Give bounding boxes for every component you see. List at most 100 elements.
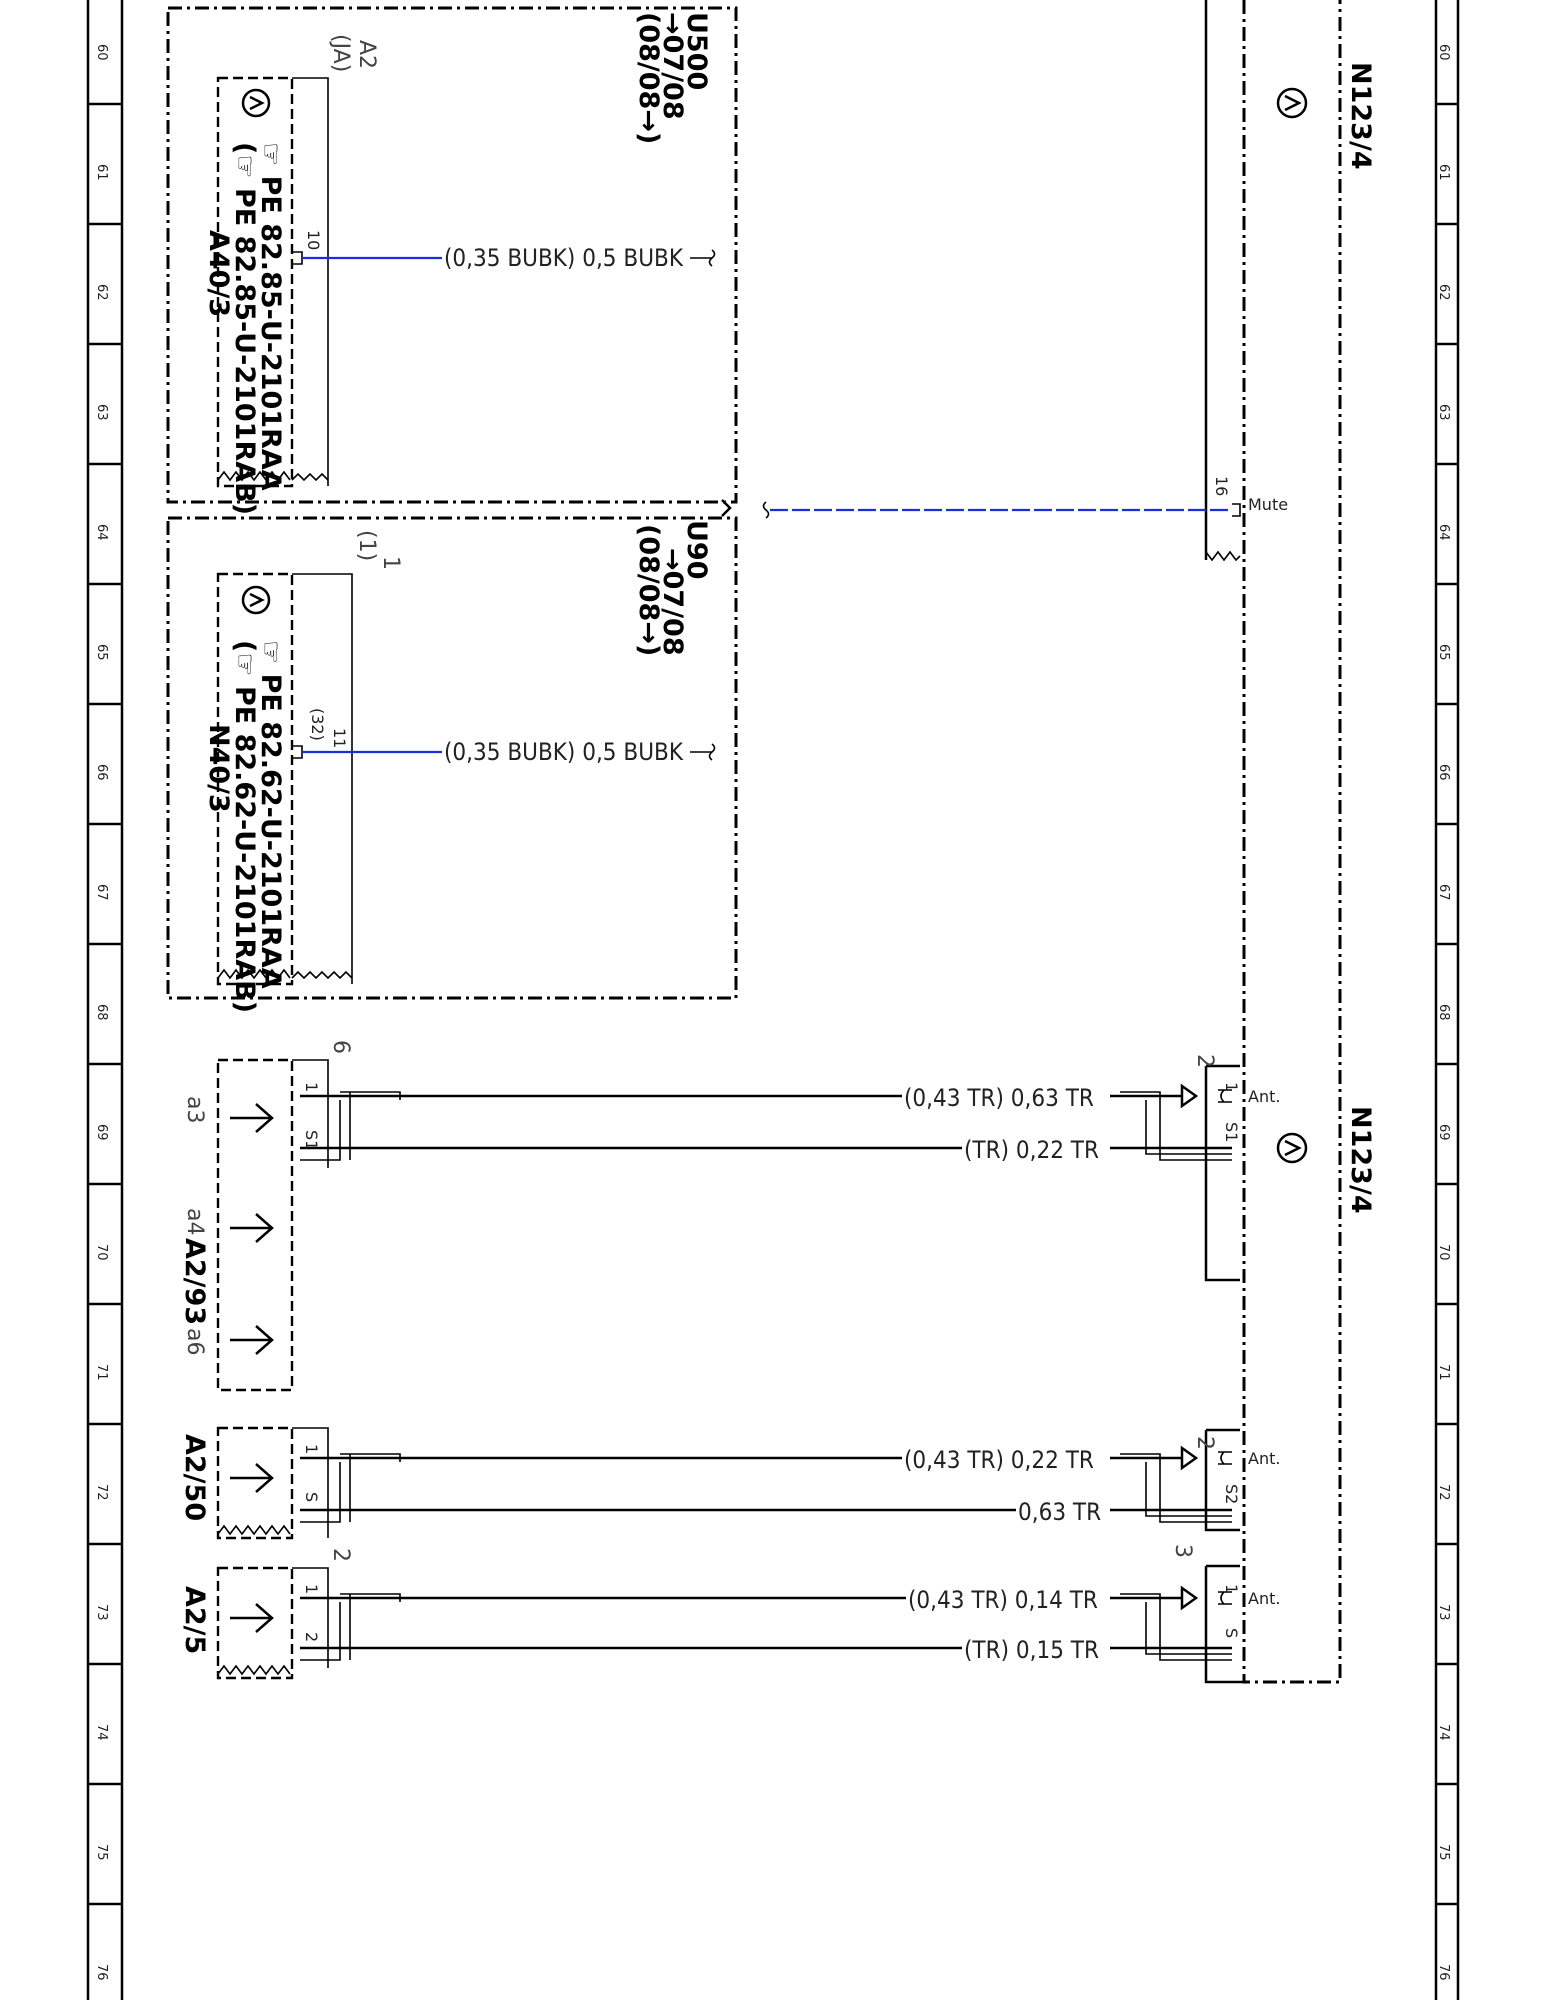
antenna-icon-a4 xyxy=(230,1213,274,1243)
n123-pin-s: S xyxy=(1222,1628,1241,1638)
grid-label-right-72: 72 xyxy=(1436,1484,1451,1501)
n40-pin-terminal xyxy=(292,745,303,759)
n40-connector: 1 xyxy=(378,556,403,570)
a2-93-connector-bracket xyxy=(292,1059,329,1168)
a2-93-name: A2/93 xyxy=(179,1238,210,1325)
grid-ticks xyxy=(88,102,1458,1906)
a2-93-pin-s1: S1 xyxy=(302,1130,321,1150)
a2-50-module xyxy=(216,1426,294,1540)
a40-3-module xyxy=(216,76,294,488)
n123-ant-2: Ant. xyxy=(1248,1449,1280,1468)
a2-93-module xyxy=(216,1058,294,1392)
grid-label-right-68: 68 xyxy=(1436,1004,1451,1021)
grid-label-right-66: 66 xyxy=(1436,764,1451,781)
n123-pin-s2: S2 xyxy=(1222,1484,1241,1504)
a2-5-pin-1: 1 xyxy=(302,1584,321,1594)
n40-ref-1: ☞ PE 82.62-U-2101RAA xyxy=(255,640,286,989)
n123-ecu-icon-bottom xyxy=(1276,1132,1308,1164)
mute-wire-arrow xyxy=(762,501,770,519)
n40-break-mark xyxy=(217,968,291,980)
a40-ecu-icon xyxy=(241,88,271,118)
antenna-icon-a3 xyxy=(230,1103,274,1133)
n123-pin-1-c: 1 xyxy=(1222,1584,1241,1594)
a40-ref-1: ☞ PE 82.85-U-2101RAA xyxy=(255,142,286,491)
grid-label-right-67: 67 xyxy=(1436,884,1451,901)
antenna-icon-a2-50 xyxy=(230,1463,274,1493)
n40-pin-alt: (32) xyxy=(308,708,327,741)
u90-code: U90 xyxy=(681,520,712,580)
coax-pair-2 xyxy=(300,1445,1232,1523)
a40-break-mark xyxy=(217,470,291,482)
wire-label-5: (0,43 TR) 0,14 TR xyxy=(908,1586,1098,1614)
n123-ant-1: Ant. xyxy=(1248,1087,1280,1106)
grid-label-right-61: 61 xyxy=(1436,164,1451,181)
mute-pin-label: Mute xyxy=(1248,495,1288,514)
grid-label-left-63: 63 xyxy=(94,404,109,421)
grid-label-left-62: 62 xyxy=(94,284,109,301)
a2-93-a6: a6 xyxy=(182,1328,207,1355)
grid-label-left-65: 65 xyxy=(94,644,109,661)
n40-connector-alt: (1) xyxy=(354,530,379,561)
u500-to: (08/08→) xyxy=(633,12,664,144)
u90-frame xyxy=(166,516,738,1000)
grid-label-right-70: 70 xyxy=(1436,1244,1451,1261)
wire-label-3: (0,43 TR) 0,22 TR xyxy=(904,1446,1094,1474)
a2-50-break-mark xyxy=(217,1524,291,1536)
grid-label-right-63: 63 xyxy=(1436,404,1451,421)
a40-wire-label: (0,35 BUBK) 0,5 BUBK xyxy=(444,244,684,272)
n40-name: N40/3 xyxy=(203,724,234,813)
n123-label-top: N123/4 xyxy=(1345,62,1376,170)
n40-connector-bracket xyxy=(292,573,353,984)
antenna-icon-a2-5 xyxy=(230,1603,274,1633)
a40-connector-alt: (JA) xyxy=(328,34,353,72)
grid-label-right-71: 71 xyxy=(1436,1364,1451,1381)
coax-pair-1 xyxy=(300,1083,1232,1161)
a2-93-connector: 6 xyxy=(328,1040,353,1054)
grid-label-right-76: 76 xyxy=(1436,1964,1451,1981)
a40-connector-bracket xyxy=(292,77,329,486)
grid-label-left-64: 64 xyxy=(94,524,109,541)
ant-panel-1 xyxy=(1204,1064,1240,1282)
ant-connector-3: 3 xyxy=(1170,1544,1195,1558)
grid-label-left-72: 72 xyxy=(94,1484,109,1501)
n40-wire-arrow xyxy=(690,743,716,761)
n40-bracket-break xyxy=(291,970,353,980)
n40-ref-2: (☞ PE 82.62-U-2101RAB) xyxy=(229,640,260,1013)
ant-connector-2-top: 2 xyxy=(1192,1054,1217,1068)
antenna-icon-a6 xyxy=(230,1325,274,1355)
grid-label-left-75: 75 xyxy=(94,1844,109,1861)
u90-from: →07/08 xyxy=(657,548,688,656)
right-grid-rail xyxy=(1434,0,1460,2000)
grid-label-left-70: 70 xyxy=(94,1244,109,1261)
a2-5-break-mark xyxy=(217,1664,291,1676)
grid-label-left-67: 67 xyxy=(94,884,109,901)
grid-label-left-60: 60 xyxy=(94,44,109,61)
grid-label-left-68: 68 xyxy=(94,1004,109,1021)
grid-label-right-62: 62 xyxy=(1436,284,1451,301)
grid-label-right-65: 65 xyxy=(1436,644,1451,661)
a2-5-connector: 2 xyxy=(328,1548,353,1562)
a2-50-connector-bracket xyxy=(292,1427,329,1538)
n123-pin-s1: S1 xyxy=(1222,1122,1241,1142)
a40-name: A40/3 xyxy=(203,230,234,317)
n40-pin: 11 xyxy=(330,728,349,748)
a2-50-name: A2/50 xyxy=(179,1434,210,1521)
u90-to: (08/08→) xyxy=(633,524,664,656)
u500-from: →07/08 xyxy=(657,12,688,120)
left-grid-rail xyxy=(86,0,124,2000)
a2-93-a4: a4 xyxy=(182,1208,207,1235)
a2-93-pin-1: 1 xyxy=(302,1082,321,1092)
grid-label-left-61: 61 xyxy=(94,164,109,181)
grid-label-left-74: 74 xyxy=(94,1724,109,1741)
a40-pin-terminal xyxy=(292,251,303,265)
a40-bracket-break xyxy=(291,472,329,482)
ant-panel-2 xyxy=(1204,1428,1240,1532)
a40-ref-2: (☞ PE 82.85-U-2101RAB) xyxy=(229,142,260,515)
a2-5-module xyxy=(216,1566,294,1680)
mute-pin-number: 16 xyxy=(1212,476,1231,496)
a2-5-name: A2/5 xyxy=(179,1586,210,1654)
n40-3-module xyxy=(216,572,294,986)
coax-pair-3 xyxy=(300,1585,1232,1661)
